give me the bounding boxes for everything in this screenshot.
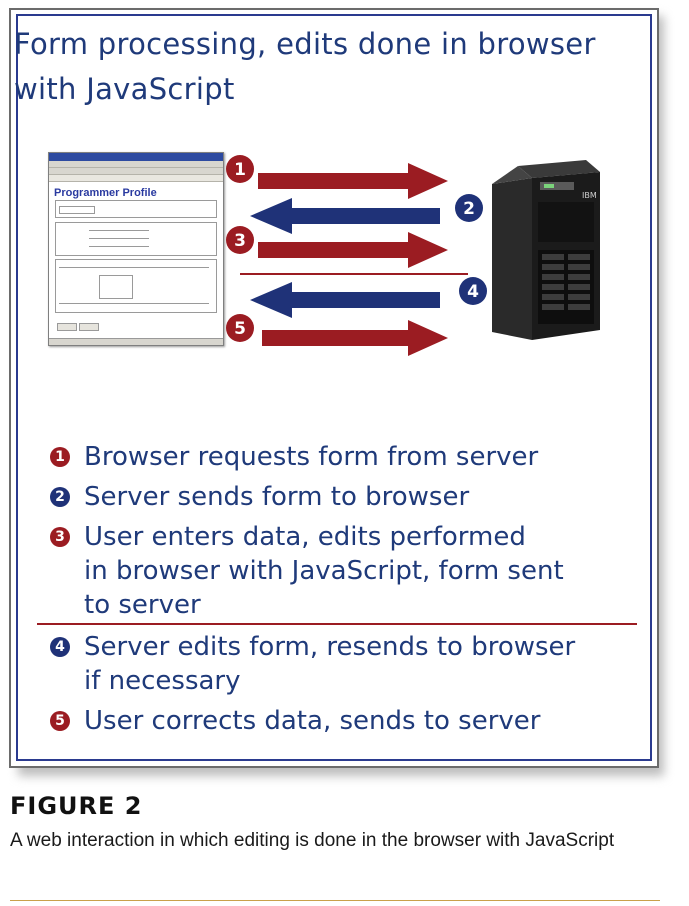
browser-toolbar-2 — [49, 168, 223, 175]
legend-text: Server sends form to browser — [84, 482, 470, 512]
title-line-2: with JavaScript — [14, 72, 235, 106]
form-line — [59, 267, 209, 268]
ibm-server-tower: IBM — [492, 160, 600, 340]
step-5-badge: 5 — [226, 314, 254, 342]
step-1-number: 1 — [234, 160, 246, 180]
legend-item-3: 3 User enters data, edits performed in b… — [50, 520, 650, 622]
legend-badge-5: 5 — [50, 711, 70, 731]
figure-label: FIGURE 2 — [10, 792, 143, 820]
arrow-step-1 — [258, 163, 448, 199]
browser-titlebar — [49, 153, 223, 161]
diagram-divider — [240, 273, 468, 275]
legend-item-5: 5 User corrects data, sends to server — [50, 704, 650, 738]
legend-badge-2: 2 — [50, 487, 70, 507]
slide-title: Form processing, edits done in browser w… — [14, 22, 644, 112]
form-line — [89, 238, 149, 239]
legend-text: in browser with JavaScript, form sent — [84, 556, 564, 586]
legend-text: Server edits form, resends to browser — [84, 632, 576, 662]
form-button — [79, 323, 99, 331]
legend-list: 1 Browser requests form from server 2 Se… — [50, 440, 650, 744]
legend-badge-1: 1 — [50, 447, 70, 467]
arrow-step-4 — [250, 282, 440, 318]
legend-item-1: 1 Browser requests form from server — [50, 440, 650, 474]
form-listbox — [99, 275, 133, 299]
step-3-badge: 3 — [226, 226, 254, 254]
legend-item-4: 4 Server edits form, resends to browser … — [50, 630, 650, 698]
browser-window-thumbnail: Programmer Profile — [48, 152, 224, 346]
step-5-number: 5 — [234, 319, 246, 339]
browser-statusbar — [49, 338, 223, 345]
legend-text: to server — [84, 590, 201, 620]
form-section-contact — [55, 222, 217, 256]
form-section-programmer — [55, 200, 217, 218]
legend-badge-4: 4 — [50, 637, 70, 657]
browser-address-bar — [49, 175, 223, 182]
legend-badge-3: 3 — [50, 527, 70, 547]
legend-text: User enters data, edits performed — [84, 522, 526, 552]
form-line — [89, 230, 149, 231]
arrow-step-5 — [262, 320, 448, 356]
arrow-step-3 — [258, 232, 448, 268]
figure-caption: A web interaction in which editing is do… — [10, 830, 615, 851]
form-select — [59, 206, 95, 214]
bottom-rule — [10, 900, 660, 901]
legend-text: if necessary — [84, 666, 241, 696]
browser-page-heading: Programmer Profile — [54, 187, 157, 199]
form-line — [89, 246, 149, 247]
legend-item-2: 2 Server sends form to browser — [50, 480, 650, 514]
step-4-number: 4 — [467, 282, 479, 302]
slide-frame — [9, 8, 659, 768]
form-button — [57, 323, 77, 331]
step-2-number: 2 — [463, 199, 475, 219]
step-1-badge: 1 — [226, 155, 254, 183]
step-3-number: 3 — [234, 231, 246, 251]
legend-text: User corrects data, sends to server — [84, 706, 541, 736]
step-4-badge: 4 — [459, 277, 487, 305]
arrow-step-2 — [250, 198, 440, 234]
form-line — [59, 303, 209, 304]
browser-toolbar — [49, 161, 223, 168]
legend-text: Browser requests form from server — [84, 442, 539, 472]
title-line-1: Form processing, edits done in browser — [14, 27, 596, 61]
slide-inner-border — [16, 14, 652, 761]
legend-divider — [37, 623, 637, 625]
step-2-badge: 2 — [455, 194, 483, 222]
server-brand-label: IBM — [582, 191, 597, 200]
form-section-skills — [55, 259, 217, 313]
